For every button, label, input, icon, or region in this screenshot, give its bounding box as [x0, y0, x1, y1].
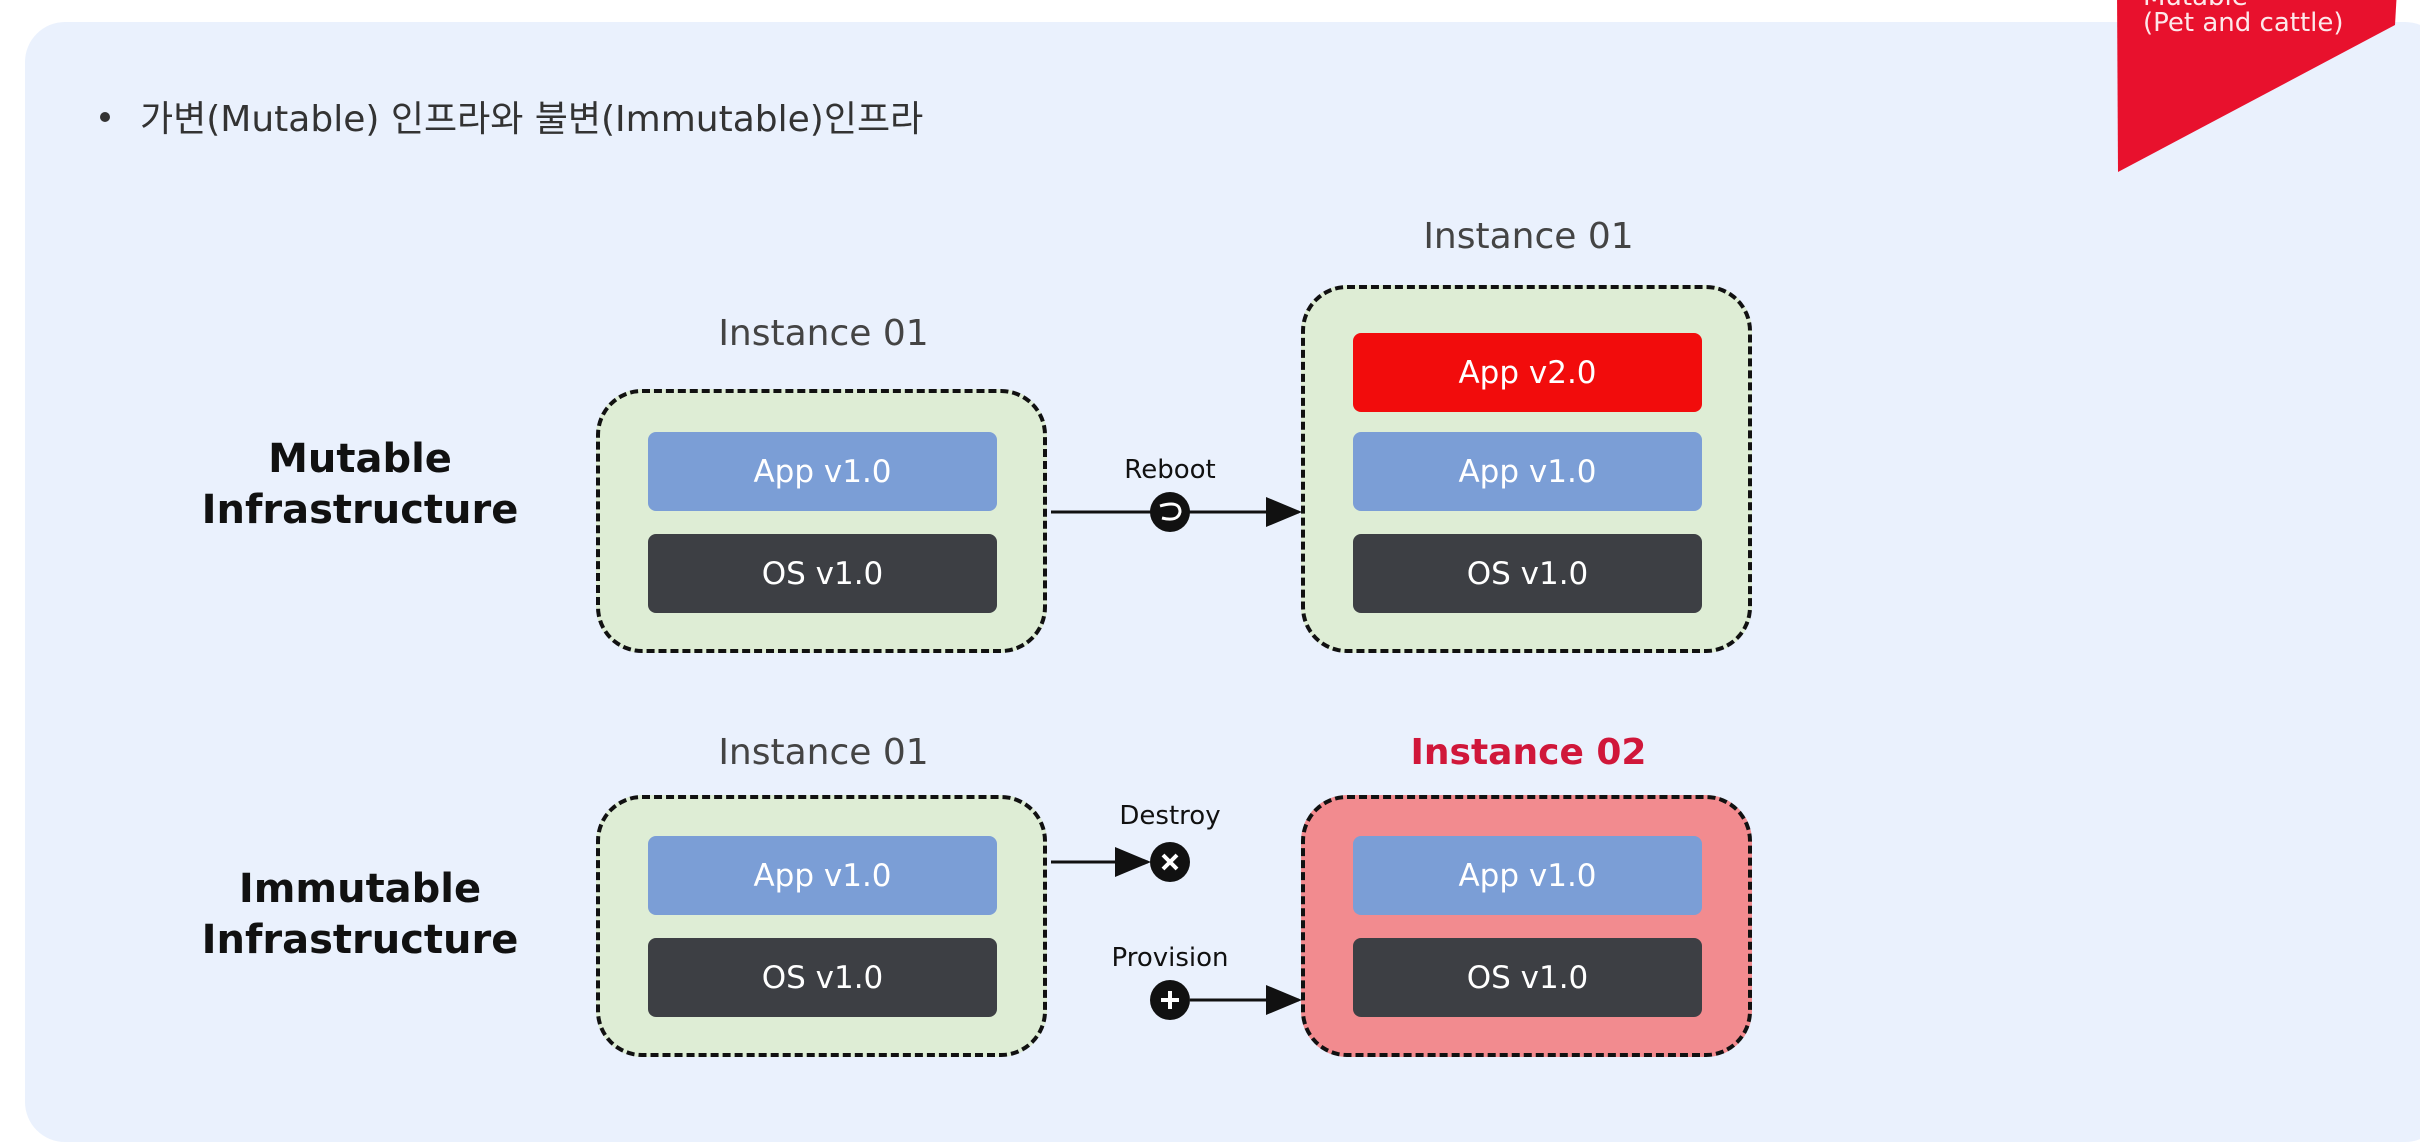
bullet-icon — [100, 112, 110, 122]
reboot-icon — [1150, 492, 1190, 532]
provision-label: Provision — [1111, 943, 1229, 973]
arrows-layer — [1051, 492, 1302, 1020]
title-text: 가변(Mutable) 인프라와 불변(Immutable)인프라 — [140, 99, 924, 140]
app-layer: App v1.0 — [1353, 836, 1702, 915]
banner-shape — [2117, 0, 2397, 172]
os-layer: OS v1.0 — [648, 938, 997, 1017]
reboot-label: Reboot — [1124, 455, 1216, 485]
app-layer: App v1.0 — [648, 836, 997, 915]
plus-icon — [1150, 980, 1190, 1020]
os-layer: OS v1.0 — [1353, 938, 1702, 1017]
immutable-after-instance: App v1.0 OS v1.0 — [1301, 795, 1752, 1057]
immutable-before-label: Instance 01 — [718, 732, 929, 773]
slide-background — [25, 22, 2420, 1142]
banner-line2: (Pet and cattle) — [2143, 8, 2344, 38]
app-new-layer: App v2.0 — [1353, 333, 1702, 412]
x-icon — [1150, 842, 1190, 882]
os-layer: OS v1.0 — [1353, 534, 1702, 613]
banner-line1: Mutable — [2143, 0, 2248, 12]
mutable-after-label: Instance 01 — [1423, 216, 1634, 257]
immutable-before-instance: App v1.0 OS v1.0 — [596, 795, 1047, 1057]
mutable-before-label: Instance 01 — [718, 313, 929, 354]
slide-title: 가변(Mutable) 인프라와 불변(Immutable)인프라 — [100, 90, 923, 142]
mutable-after-instance: App v2.0 App v1.0 OS v1.0 — [1301, 285, 1752, 653]
mutable-before-instance: App v1.0 OS v1.0 — [596, 389, 1047, 653]
app-layer: App v1.0 — [1353, 432, 1702, 511]
app-layer: App v1.0 — [648, 432, 997, 511]
immutable-after-label: Instance 02 — [1410, 732, 1647, 773]
destroy-label: Destroy — [1119, 801, 1221, 831]
os-layer: OS v1.0 — [648, 534, 997, 613]
